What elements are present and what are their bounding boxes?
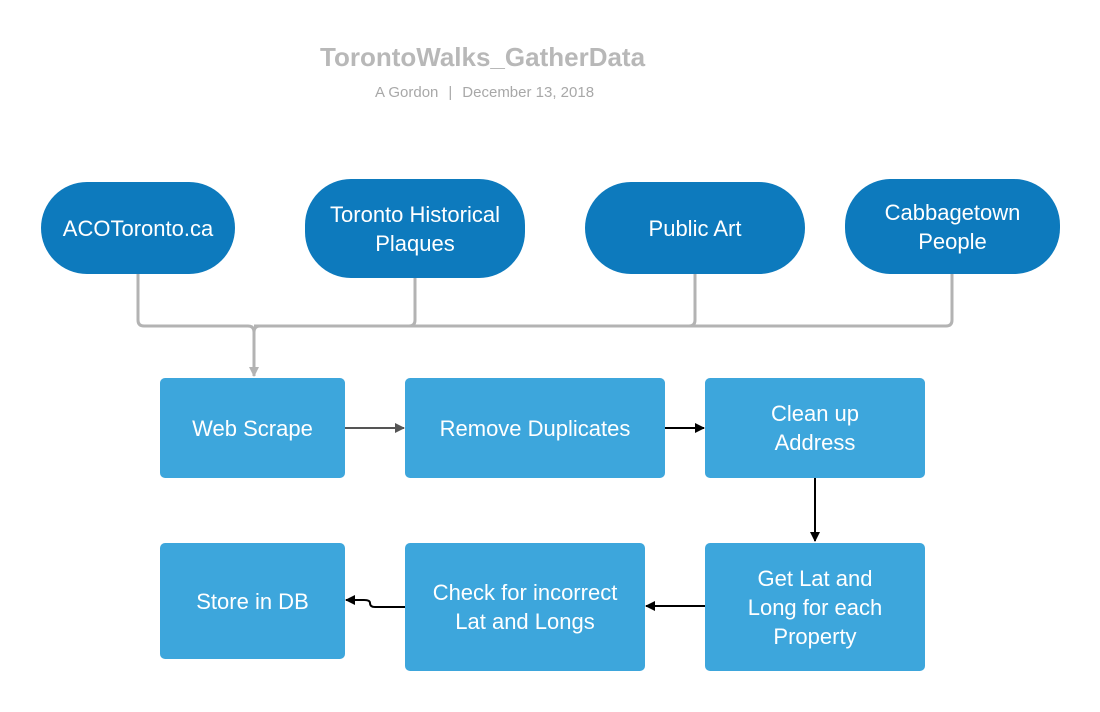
arrow-check-to-store	[345, 595, 405, 608]
source-acotoronto: ACOToronto.ca	[41, 182, 235, 274]
source-plaques-label: Toronto Historical Plaques	[330, 201, 500, 256]
author-name: A Gordon	[375, 84, 439, 101]
step-check-lat-longs: Check for incorrect Lat and Longs	[405, 543, 645, 671]
document-date: December 13, 2018	[462, 84, 595, 101]
step-clean-up-address-label: Clean up Address	[770, 401, 860, 455]
step-check-lat-longs-label: Check for incorrect Lat and Longs	[432, 580, 618, 634]
diagram-title: TorontoWalks_GatherData	[320, 42, 646, 72]
step-remove-duplicates-label: Remove Duplicates	[439, 415, 631, 441]
connector-cabbagetown-to-scrape	[254, 274, 954, 328]
diagram-byline: A Gordon | December 13, 2018	[375, 84, 594, 101]
source-public-art: Public Art	[585, 182, 805, 274]
step-web-scrape: Web Scrape	[160, 378, 345, 478]
source-acotoronto-label: ACOToronto.ca	[62, 215, 214, 241]
step-remove-duplicates: Remove Duplicates	[405, 378, 665, 478]
step-get-lat-long: Get Lat and Long for each Property	[705, 543, 925, 671]
connector-plaques-to-scrape	[252, 278, 417, 333]
connector-aco-to-scrape	[136, 274, 259, 377]
step-clean-up-address: Clean up Address	[705, 378, 925, 478]
byline-separator: |	[448, 84, 453, 101]
step-store-in-db-label: Store in DB	[196, 588, 309, 614]
source-toronto-historical-plaques: Toronto Historical Plaques	[305, 179, 525, 278]
source-public-art-label: Public Art	[648, 215, 742, 241]
connector-art-to-scrape	[254, 274, 697, 328]
step-get-lat-long-label: Get Lat and Long for each Property	[747, 565, 883, 649]
source-cabbagetown-people: Cabbagetown People	[845, 179, 1060, 274]
step-store-in-db: Store in DB	[160, 543, 345, 659]
step-web-scrape-label: Web Scrape	[192, 415, 313, 441]
source-cabbagetown-label: Cabbagetown People	[884, 199, 1021, 254]
